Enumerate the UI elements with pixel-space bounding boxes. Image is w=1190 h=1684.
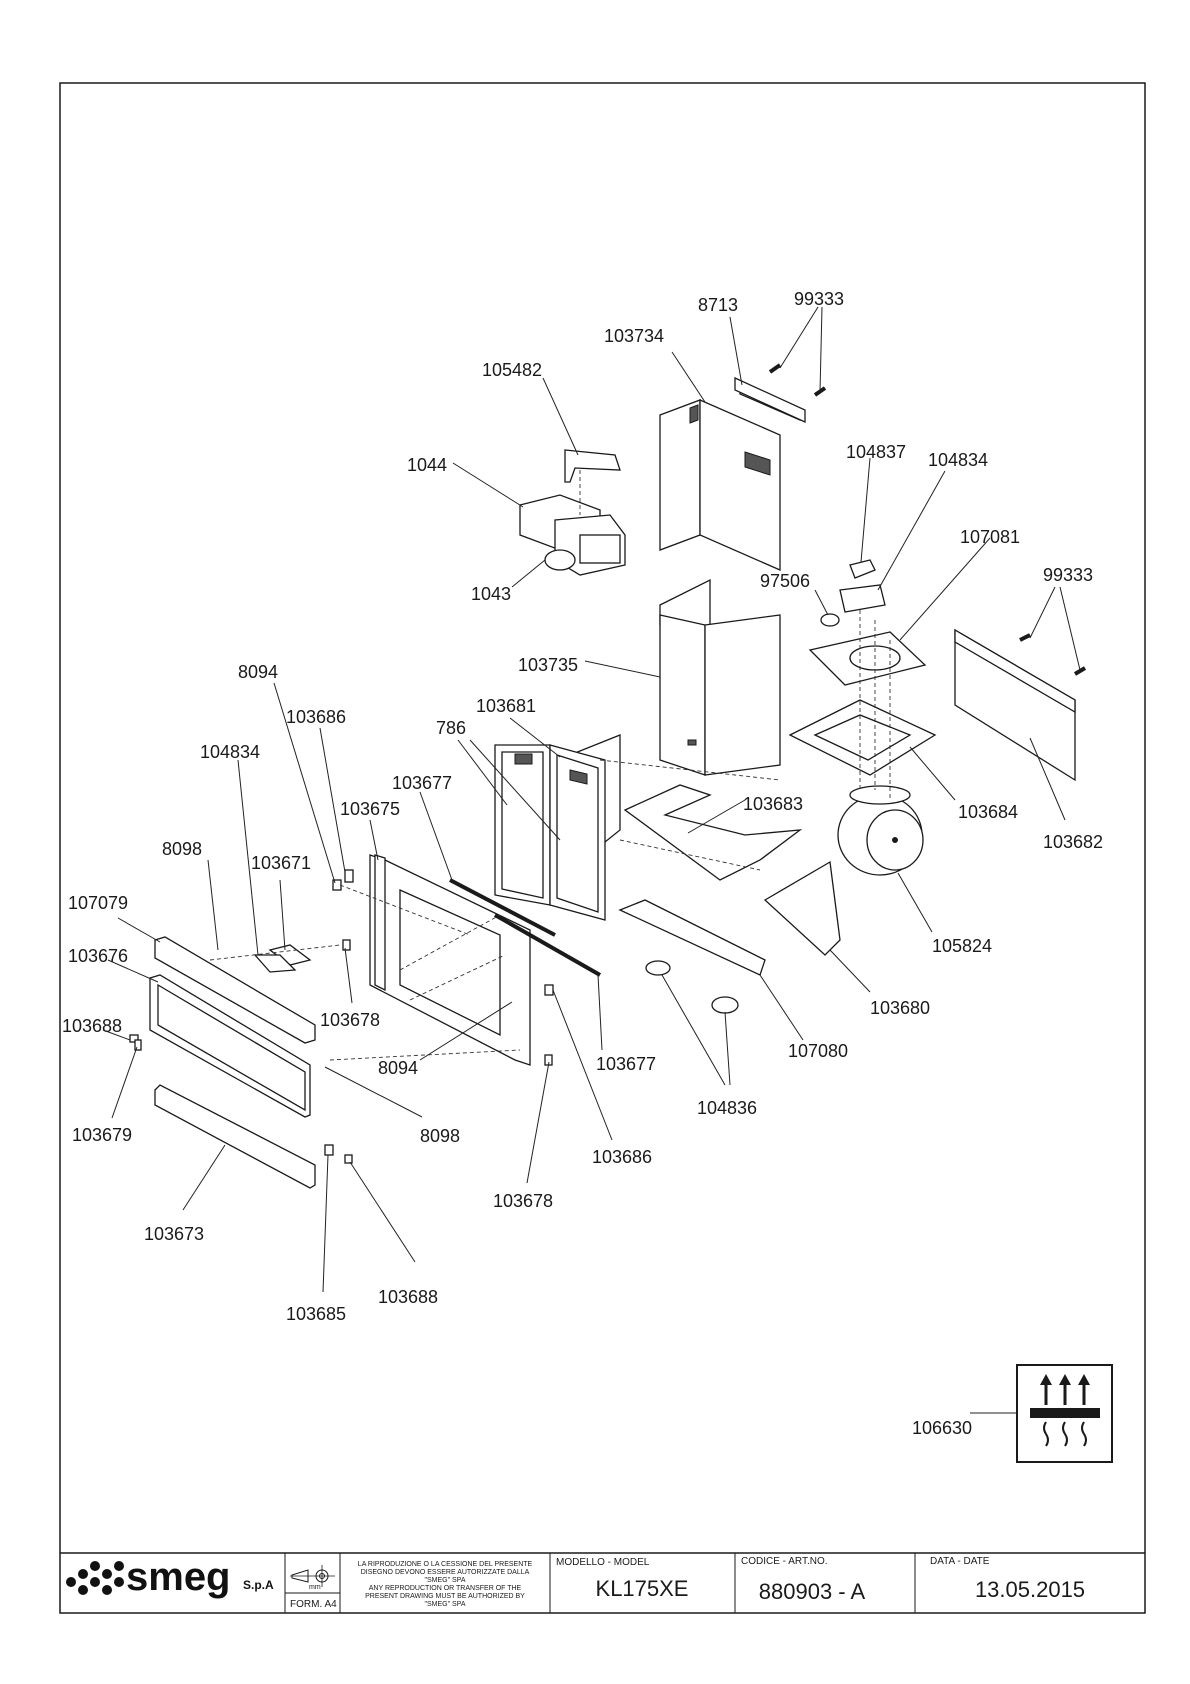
label-103686-top: 103686 (286, 707, 346, 727)
notice-it-1: LA RIPRODUZIONE O LA CESSIONE DEL PRESEN… (358, 1561, 533, 1568)
electronics-box-drawing (839, 559, 886, 613)
label-1044: 1044 (407, 455, 447, 475)
label-8094-top: 8094 (238, 662, 278, 682)
label-103688-left: 103688 (62, 1016, 122, 1036)
label-107081: 107081 (960, 527, 1020, 547)
label-104834-left: 104834 (200, 742, 260, 762)
motor-block-drawing (519, 494, 626, 576)
label-103688-bottom: 103688 (378, 1287, 438, 1307)
label-103675: 103675 (340, 799, 400, 819)
label-103678-top: 103678 (320, 1010, 380, 1030)
part-104834-drawing (253, 954, 297, 973)
model-value: KL175XE (596, 1576, 689, 1601)
label-106630: 106630 (912, 1418, 972, 1438)
strip-103677-b (494, 913, 601, 977)
label-97506: 97506 (760, 571, 810, 591)
bracket-105482-drawing (564, 449, 621, 483)
date-value: 13.05.2015 (975, 1577, 1085, 1602)
format-label: FORM. A4 (290, 1599, 337, 1610)
screws-99333-side-drawing (1019, 633, 1087, 676)
label-103678-bottom: 103678 (493, 1191, 553, 1211)
light-104836-b (711, 996, 739, 1014)
label-786: 786 (436, 718, 466, 738)
bracket-8713-drawing (734, 376, 806, 424)
label-103734: 103734 (604, 326, 664, 346)
heat-symbol-106630 (1016, 1364, 1113, 1463)
label-104834-right: 104834 (928, 450, 988, 470)
label-1043: 1043 (471, 584, 511, 604)
label-99333-side: 99333 (1043, 565, 1093, 585)
label-103735: 103735 (518, 655, 578, 675)
label-8713: 8713 (698, 295, 738, 315)
code-label: CODICE - ART.NO. (741, 1556, 828, 1567)
strip-103677-a (449, 878, 556, 937)
label-8098-bottom: 8098 (420, 1126, 460, 1146)
label-103683: 103683 (743, 794, 803, 814)
brand-suffix: S.p.A (243, 1578, 274, 1592)
label-103677-top: 103677 (392, 773, 452, 793)
side-bracket-103680-drawing (763, 860, 841, 956)
label-103684: 103684 (958, 802, 1018, 822)
label-107079: 107079 (68, 893, 128, 913)
plate-107081-drawing (808, 631, 927, 686)
label-105824: 105824 (932, 936, 992, 956)
assembly-lines (209, 470, 891, 1061)
label-99333-top: 99333 (794, 289, 844, 309)
label-103679: 103679 (72, 1125, 132, 1145)
ring-97506-drawing (820, 613, 840, 627)
label-103671: 103671 (251, 853, 311, 873)
clips-drawing (129, 869, 554, 1164)
screws-99333-top-drawing (768, 363, 827, 397)
part-labels: 8713 99333 103734 105482 1044 1043 10483… (62, 289, 1103, 1438)
frame-103683-drawing (623, 784, 803, 881)
notice-it-3: "SMEG" SPA (424, 1577, 465, 1584)
label-103682: 103682 (1043, 832, 1103, 852)
lower-chimney-drawing (659, 578, 781, 776)
glass-103676-drawing (149, 974, 311, 1118)
label-103686-bottom: 103686 (592, 1147, 652, 1167)
label-107080: 107080 (788, 1041, 848, 1061)
label-103685: 103685 (286, 1304, 346, 1324)
notice-en-2: PRESENT DRAWING MUST BE AUTHORIZED BY (365, 1593, 525, 1600)
label-104837: 104837 (846, 442, 906, 462)
back-plate-103682-drawing (954, 628, 1076, 782)
smeg-logo: smeg S.p.A (66, 1555, 274, 1599)
model-label: MODELLO - MODEL (556, 1557, 650, 1568)
notice-en-1: ANY REPRODUCTION OR TRANSFER OF THE (369, 1585, 522, 1592)
label-8098-top: 8098 (162, 839, 202, 859)
unit-label: mm (309, 1584, 321, 1591)
channel-107080-drawing (618, 899, 766, 976)
notice-it-2: DISEGNO DEVONO ESSERE AUTORIZZATE DALLA (361, 1569, 530, 1576)
filters-786-drawing (494, 744, 606, 921)
brand-name: smeg (126, 1555, 231, 1599)
light-104836-a (645, 960, 671, 976)
bar-103673-drawing (154, 1084, 316, 1189)
label-103680: 103680 (870, 998, 930, 1018)
label-103673: 103673 (144, 1224, 204, 1244)
main-frame-103675-drawing (369, 854, 531, 1066)
projection-symbol (290, 1565, 335, 1587)
label-103676: 103676 (68, 946, 128, 966)
code-value: 880903 - A (759, 1579, 866, 1604)
leader-lines (102, 306, 1081, 1414)
label-8094-bottom: 8094 (378, 1058, 418, 1078)
title-block: smeg S.p.A mm FORM. A4 LA RIPRODUZIONE O… (60, 1552, 1145, 1613)
label-103677-bottom: 103677 (596, 1054, 656, 1074)
bar-107079-drawing (154, 936, 316, 1044)
drawing-border (59, 82, 1146, 1614)
label-105482: 105482 (482, 360, 542, 380)
notice-en-3: "SMEG" SPA (424, 1601, 465, 1608)
label-103681: 103681 (476, 696, 536, 716)
date-label: DATA - DATE (930, 1556, 990, 1567)
flange-103684-drawing (788, 699, 937, 776)
blower-105824-drawing (837, 785, 924, 876)
label-104836: 104836 (697, 1098, 757, 1118)
